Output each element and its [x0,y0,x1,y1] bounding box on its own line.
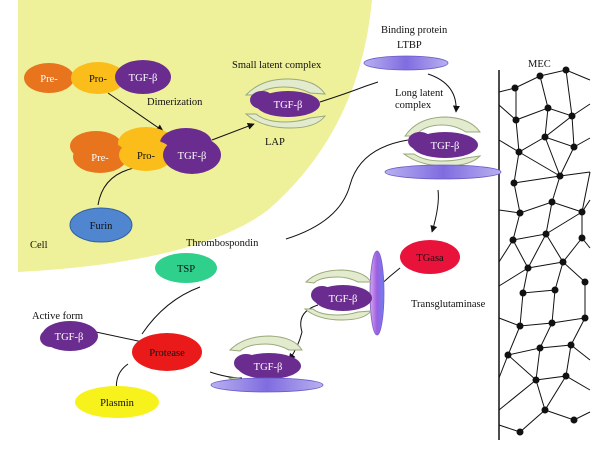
cell-label: Cell [30,240,48,251]
tg-complex-tgf-beta-label: TGF-β [329,294,358,305]
long-latent-complex-label: Long latent complex [395,88,446,111]
transglutaminase-complex: TGF-β [303,250,385,336]
dimer-tgf-beta-label: TGF-β [178,151,207,162]
furin-enzyme: Furin [69,207,133,243]
precursor-monomer: Pre- Pro- TGF-β [24,60,171,94]
protease-complex: TGF-β [210,335,324,393]
vertical-ltbp [369,250,385,336]
thrombospondin-label: Thrombospondin [186,238,259,249]
active-tgf-beta: TGF-β [40,321,98,351]
llc-ltbp [384,164,502,180]
plasmin-label: Plasmin [100,398,135,409]
pro-label: Pro- [89,74,108,85]
pre-label: Pre- [40,74,58,85]
ltbp-protein [363,55,449,71]
precursor-dimer: Pre- Pro- TGF-β [70,127,221,174]
llc-tgf-beta-label: TGF-β [431,141,460,152]
tgasa-label: TGasa [416,253,444,264]
dimer-pre-domain [73,141,127,173]
mec-label: MEC [528,59,551,70]
lap-label: LAP [265,137,285,148]
small-latent-complex: TGF-β [244,78,327,129]
active-form-label: Active form [32,311,83,322]
tsp-molecule: TSP [155,253,217,283]
tgf-beta-label: TGF-β [129,73,158,84]
tsp-label: TSP [177,264,195,275]
transglutaminase-label: Transglutaminase [411,299,486,310]
protease-complex-tgf-beta-label: TGF-β [254,362,283,373]
dimer-pre-label: Pre- [91,153,109,164]
active-tgf-beta-label: TGF-β [55,332,84,343]
long-latent-complex: TGF-β [384,116,502,180]
dimer-pro-label: Pro- [137,151,156,162]
protease-complex-ltbp [210,377,324,393]
binding-protein-label: Binding protein [381,25,448,36]
dimerization-label: Dimerization [147,97,203,108]
pro-domain [71,62,125,94]
mec-mesh-nodes [504,66,589,436]
furin-label: Furin [90,221,114,232]
ltbp-label: LTBP [397,40,422,51]
plasmin-enzyme: Plasmin [75,386,159,418]
long-latent-complex-text: Long latent [395,88,443,99]
small-latent-complex-label: Small latent complex [232,60,322,71]
dimer-tgf-beta-domain [163,136,221,174]
dimer-pro-domain [119,139,173,171]
mec-mesh [498,69,591,440]
tgasa-enzyme: TGasa [400,240,460,274]
protease-enzyme: Protease [132,333,202,371]
protease-label: Protease [149,348,185,359]
long-latent-complex-text-line: complex [395,100,432,111]
slc-tgf-beta-label: TGF-β [274,100,303,111]
pre-domain [24,63,74,93]
tgf-beta-domain [115,60,171,94]
